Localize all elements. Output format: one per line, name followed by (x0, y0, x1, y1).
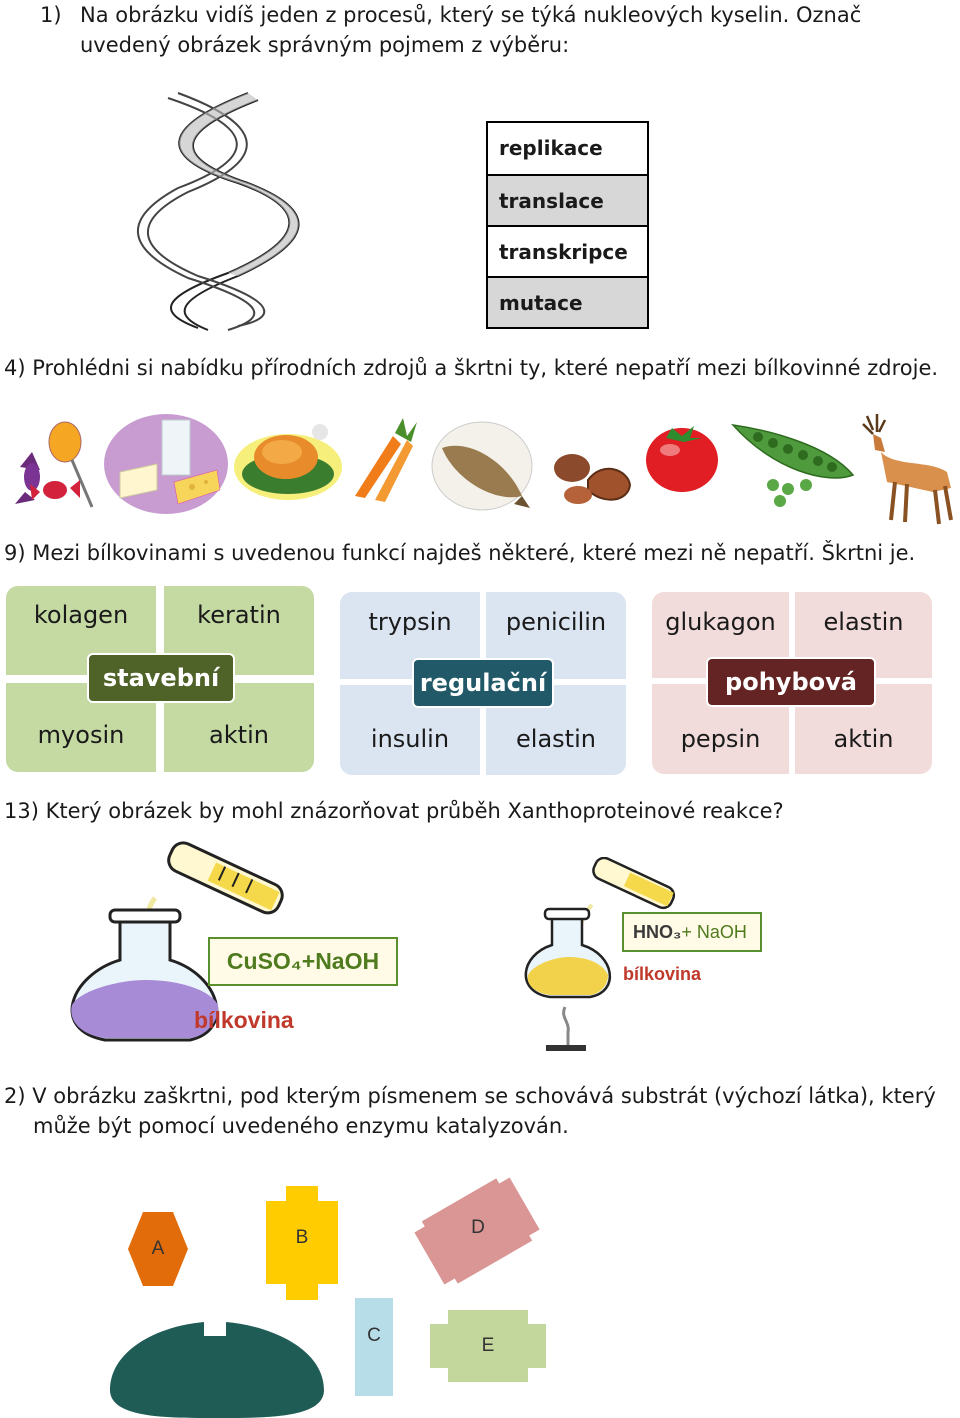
group-pohybova: glukagon elastin pepsin aktin pohybová (652, 592, 932, 774)
item-kolagen[interactable]: kolagen (33, 601, 129, 629)
left-reagent-label: CuSO₄+NaOH (208, 937, 398, 986)
item-elastin[interactable]: elastin (823, 608, 904, 636)
question-2-text: 2) V obrázku zaškrtni, pod kterým písmen… (4, 1084, 936, 1138)
group-stavebni: kolagen keratin myosin aktin stavební (6, 586, 314, 772)
item-aktin[interactable]: aktin (209, 721, 269, 749)
item-elastin[interactable]: elastin (516, 725, 596, 753)
item-pepsin[interactable]: pepsin (680, 725, 761, 753)
right-reagent-b: + NaOH (681, 922, 747, 942)
substrate-d-shape[interactable] (412, 1175, 542, 1287)
tomato-icon[interactable] (642, 416, 722, 494)
item-myosin[interactable]: myosin (37, 721, 125, 749)
flask-yellow-icon[interactable] (520, 857, 680, 1057)
deer-icon[interactable] (855, 412, 960, 527)
letter-e: E (481, 1335, 495, 1356)
group-title-regulacni: regulační (412, 658, 554, 708)
substrate-a-shape[interactable] (128, 1212, 188, 1286)
right-reagent-label: HNO₃+ NaOH (622, 912, 762, 952)
option-transkripce[interactable]: transkripce (488, 225, 647, 276)
nuts-icon[interactable] (548, 440, 636, 510)
item-keratin[interactable]: keratin (197, 601, 281, 629)
letter-d: D (471, 1217, 485, 1238)
substrate-c-shape[interactable] (355, 1298, 395, 1398)
item-trypsin[interactable]: trypsin (368, 608, 452, 636)
group-regulacni: trypsin penicilin insulin elastin regula… (340, 592, 626, 775)
group-title-pohybova: pohybová (706, 657, 876, 707)
candy-icon[interactable] (10, 412, 105, 512)
question-4-text: 4) Prohlédni si nabídku přírodních zdroj… (4, 356, 939, 380)
peas-icon[interactable] (728, 415, 856, 510)
item-insulin[interactable]: insulin (370, 725, 450, 753)
letter-c: C (367, 1325, 381, 1346)
question-number: 1) (40, 3, 62, 27)
option-replikace[interactable]: replikace (488, 123, 647, 174)
letter-a: A (151, 1238, 165, 1259)
right-reagent-a: HNO₃ (633, 922, 682, 942)
dairy-icon[interactable] (102, 412, 230, 517)
flask-purple-icon[interactable] (50, 840, 290, 1050)
option-translace[interactable]: translace (488, 174, 647, 225)
left-protein-label: bílkovina (194, 1007, 294, 1033)
enzyme-shape (110, 1322, 324, 1418)
dna-helix-icon (136, 92, 300, 331)
group-title-stavebni: stavební (87, 653, 235, 703)
item-glukagon[interactable]: glukagon (665, 608, 776, 636)
options-table: replikace translace transkripce mutace (486, 121, 649, 329)
roast-chicken-icon[interactable] (232, 412, 344, 502)
fish-icon[interactable] (430, 418, 535, 513)
substrate-e-shape[interactable] (430, 1310, 546, 1382)
substrate-b-shape[interactable] (266, 1186, 338, 1300)
right-protein-label: bílkovina (623, 964, 702, 984)
letter-b: B (295, 1227, 309, 1248)
item-aktin[interactable]: aktin (833, 725, 894, 753)
question-13-text: 13) Který obrázek by mohl znázorňovat pr… (4, 799, 784, 823)
item-penicilin[interactable]: penicilin (505, 608, 607, 636)
option-mutace[interactable]: mutace (488, 276, 647, 327)
carrot-icon[interactable] (345, 418, 423, 503)
question-9-text: 9) Mezi bílkovinami s uvedenou funkcí na… (4, 541, 916, 565)
question-text: Na obrázku vidíš jeden z procesů, který … (80, 3, 862, 57)
